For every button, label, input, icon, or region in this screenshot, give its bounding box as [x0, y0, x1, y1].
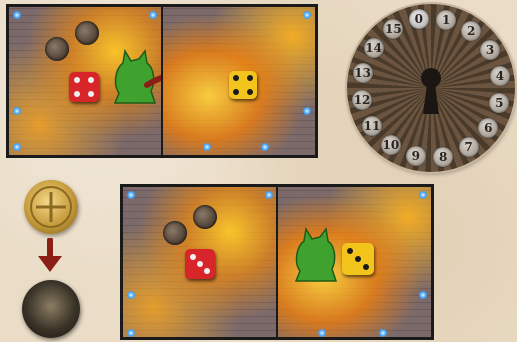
track-number-14: 14 [364, 38, 384, 58]
die-pip [197, 261, 203, 267]
room-node [149, 11, 157, 19]
room-node [203, 143, 211, 151]
cross-emblem-icon [24, 180, 78, 234]
green-monster-icon[interactable] [292, 227, 338, 283]
room-node [261, 143, 269, 151]
room-node [265, 191, 273, 199]
track-number-4: 4 [490, 66, 510, 86]
track-number-6: 6 [478, 118, 498, 138]
room-node [303, 107, 311, 115]
room-node [127, 191, 135, 199]
room-node [318, 329, 326, 337]
die-pip [347, 248, 353, 254]
room-node [13, 107, 21, 115]
yellow-die[interactable] [229, 71, 257, 99]
barrel-icon [193, 205, 217, 229]
down-arrow-icon [36, 238, 64, 274]
die-pip [74, 91, 80, 97]
track-number-7: 7 [459, 137, 479, 157]
room-node [303, 11, 311, 19]
die-pip [355, 256, 361, 262]
track-number-9: 9 [406, 146, 426, 166]
die-pip [363, 264, 369, 270]
room-node [127, 329, 135, 337]
dark-coin[interactable] [22, 280, 80, 338]
bottom-board [120, 184, 434, 340]
die-pip [190, 254, 196, 260]
barrel-icon [45, 37, 69, 61]
die-pip [247, 75, 253, 81]
track-number-5: 5 [489, 93, 509, 113]
room-node [419, 291, 427, 299]
track-number-13: 13 [353, 63, 373, 83]
top-right-room-tile [161, 7, 315, 155]
bottom-right-room-tile [276, 187, 431, 337]
track-number-2: 2 [461, 21, 481, 41]
die-pip [247, 89, 253, 95]
gold-coin[interactable] [24, 180, 78, 234]
die-pip [233, 89, 239, 95]
room-node [13, 143, 21, 151]
die-pip [204, 268, 210, 274]
die-pip [88, 77, 94, 83]
barrel-icon [163, 221, 187, 245]
track-number-11: 11 [362, 116, 382, 136]
track-number-3: 3 [480, 40, 500, 60]
top-left-room-tile [9, 7, 161, 155]
red-die[interactable] [69, 72, 99, 102]
top-board [6, 4, 318, 158]
room-node [13, 11, 21, 19]
bottom-left-room-tile [123, 187, 276, 337]
track-number-0: 0 [409, 9, 429, 29]
barrel-icon [75, 21, 99, 45]
yellow-die[interactable] [342, 243, 374, 275]
track-number-8: 8 [433, 147, 453, 167]
track-number-10: 10 [381, 135, 401, 155]
track-number-15: 15 [383, 19, 403, 39]
keyhole-icon [417, 66, 445, 116]
room-node [379, 329, 387, 337]
room-node [419, 191, 427, 199]
die-pip [88, 91, 94, 97]
room-node [127, 291, 135, 299]
red-die[interactable] [185, 249, 215, 279]
die-pip [74, 77, 80, 83]
die-pip [233, 75, 239, 81]
track-number-12: 12 [352, 90, 372, 110]
track-number-1: 1 [436, 10, 456, 30]
